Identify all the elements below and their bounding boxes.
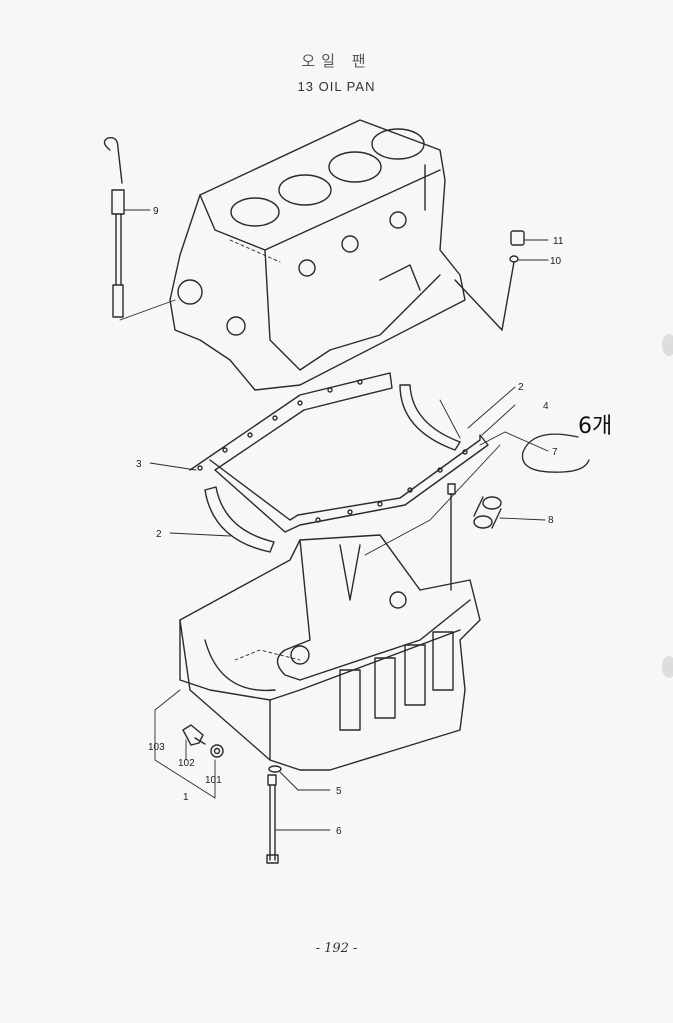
callout-9: 9 — [153, 206, 159, 217]
dipstick-part — [103, 137, 125, 318]
callout-11: 11 — [553, 236, 564, 247]
callout-5: 5 — [336, 786, 342, 797]
cap-part-7 — [447, 483, 456, 591]
section-title-korean: 오일 팬 — [301, 52, 372, 70]
callout-3: 3 — [136, 459, 142, 470]
callout-7: 7 — [552, 447, 558, 458]
rear-seal-upper — [399, 384, 461, 451]
callout-102: 102 — [178, 758, 195, 769]
plug-part-11 — [454, 230, 525, 331]
callout-8: 8 — [548, 515, 554, 526]
rear-seal-lower — [204, 486, 275, 553]
callout-2-upper: 2 — [518, 382, 524, 393]
page-number: - 192 - — [315, 941, 358, 956]
stud-bolt-part-6 — [266, 765, 282, 864]
callout-4: 4 — [543, 401, 549, 412]
drain-plug-assembly — [182, 724, 224, 758]
callout-103: 103 — [148, 742, 165, 753]
callout-101: 101 — [205, 775, 222, 786]
sleeve-part-8 — [473, 496, 502, 529]
oil-pan — [179, 534, 481, 771]
callout-2-lower: 2 — [156, 529, 162, 540]
binder-hole-lower — [662, 656, 673, 678]
callout-1: 1 — [183, 792, 189, 803]
callout-10: 10 — [550, 256, 562, 267]
section-title-english: 13 OIL PAN — [297, 79, 376, 94]
engine-block — [169, 119, 466, 391]
binder-hole-upper — [662, 334, 673, 356]
handwritten-circle — [521, 433, 590, 473]
oil-pan-gasket — [189, 372, 489, 533]
handwritten-quantity-note: 6개 — [578, 414, 613, 439]
leader-lines — [119, 209, 549, 831]
callout-6: 6 — [336, 826, 342, 837]
